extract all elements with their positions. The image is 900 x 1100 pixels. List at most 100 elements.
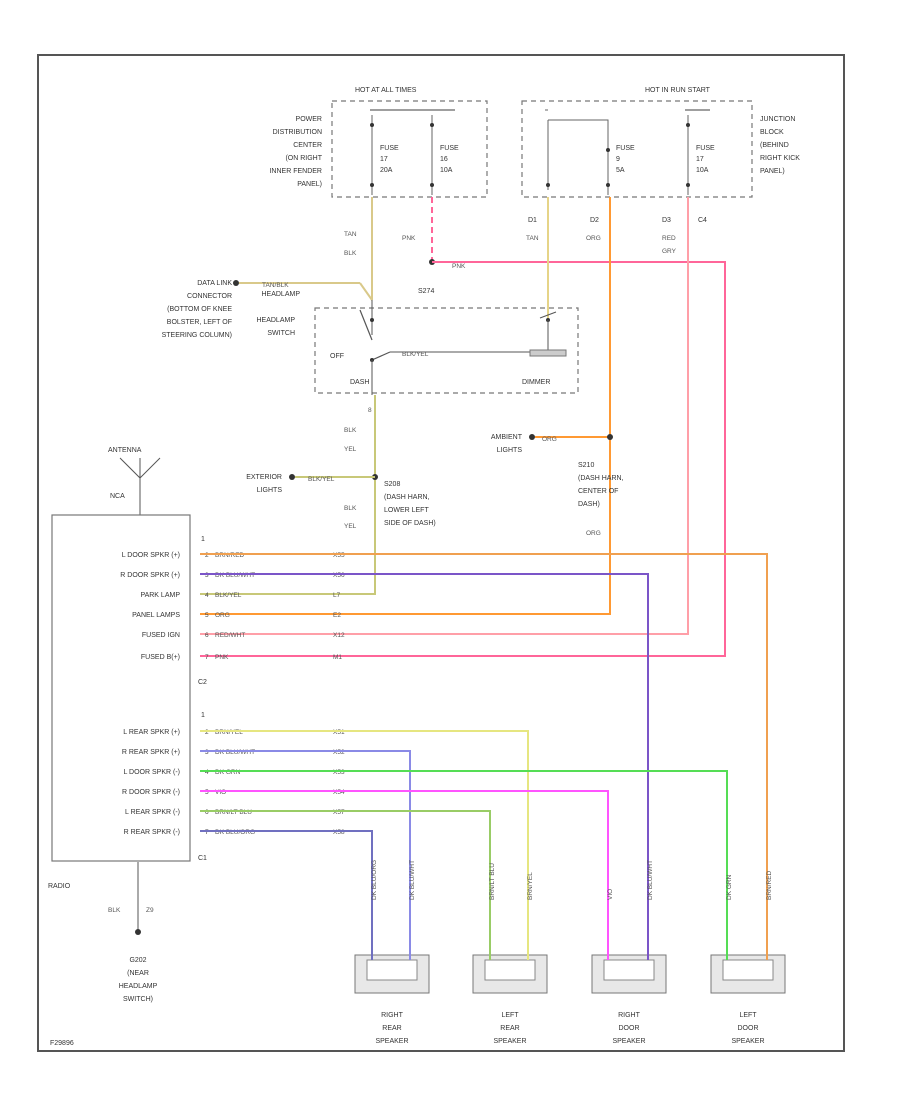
svg-text:VIO: VIO <box>607 889 614 900</box>
splice-s210-label: S210 <box>578 462 594 469</box>
wire-dk-blu-wht-door <box>200 573 649 945</box>
wire-pnk-main <box>200 261 726 657</box>
svg-text:BLK: BLK <box>344 505 357 512</box>
svg-text:PANEL): PANEL) <box>297 181 322 188</box>
svg-text:7: 7 <box>205 829 209 836</box>
fuse-16: FUSE 16 10A <box>430 115 459 195</box>
svg-text:16: 16 <box>440 156 448 163</box>
wire-brn-lt-blu <box>200 810 491 945</box>
svg-text:X51: X51 <box>333 729 345 736</box>
headlamp-switch: BLK/YEL HEADLAMP HEADLAMP SWITCH OFF DAS… <box>256 291 550 395</box>
svg-text:YEL: YEL <box>344 523 357 530</box>
svg-text:RIGHT: RIGHT <box>618 1012 641 1019</box>
svg-text:DATA LINK: DATA LINK <box>197 280 232 287</box>
svg-text:R DOOR SPKR (-): R DOOR SPKR (-) <box>122 789 180 796</box>
svg-text:SWITCH): SWITCH) <box>123 996 153 1003</box>
svg-text:NCA: NCA <box>110 493 125 500</box>
svg-text:1: 1 <box>201 712 205 719</box>
svg-text:SWITCH: SWITCH <box>267 330 295 337</box>
svg-text:L DOOR SPKR (-): L DOOR SPKR (-) <box>123 769 180 776</box>
speaker-right-door: RIGHT DOOR SPEAKER <box>591 945 667 1045</box>
svg-text:YEL: YEL <box>344 446 357 453</box>
svg-text:X54: X54 <box>333 789 345 796</box>
svg-text:DOOR: DOOR <box>738 1025 759 1032</box>
ambient-lights: ORG AMBIENT LIGHTS <box>491 434 613 454</box>
radio-pin-row: FUSED IGN 6 RED/WHT X12 <box>142 632 345 639</box>
svg-text:R REAR SPKR (-): R REAR SPKR (-) <box>124 829 180 836</box>
svg-text:REAR: REAR <box>500 1025 519 1032</box>
junction-block-label: JUNCTION BLOCK (BEHIND RIGHT KICK PANEL) <box>760 116 800 175</box>
svg-text:8: 8 <box>368 407 372 414</box>
svg-text:FUSE: FUSE <box>440 145 459 152</box>
svg-text:DK BLU/WHT: DK BLU/WHT <box>647 860 654 900</box>
svg-text:R REAR SPKR (+): R REAR SPKR (+) <box>122 749 180 756</box>
svg-text:5: 5 <box>205 612 209 619</box>
svg-text:FUSE: FUSE <box>616 145 635 152</box>
svg-text:PARK LAMP: PARK LAMP <box>140 592 180 599</box>
svg-text:5A: 5A <box>616 167 625 174</box>
svg-text:SIDE OF DASH): SIDE OF DASH) <box>384 520 436 527</box>
svg-text:CENTER: CENTER <box>293 142 322 149</box>
svg-text:DK BLU/WHT: DK BLU/WHT <box>409 860 416 900</box>
svg-text:AMBIENT: AMBIENT <box>491 434 523 441</box>
wire-dk-blu-org <box>200 830 373 945</box>
pdc-box <box>331 100 488 198</box>
svg-text:DK GRN: DK GRN <box>215 769 241 776</box>
wire-brn-red <box>200 553 768 890</box>
svg-text:GRY: GRY <box>662 248 677 255</box>
svg-text:4: 4 <box>205 769 209 776</box>
connector-c4: C4 <box>698 217 707 224</box>
radio-pin-row: R REAR SPKR (-) 7 DK BLU/ORG X58 <box>124 829 345 836</box>
svg-text:BLK/YEL: BLK/YEL <box>215 592 242 599</box>
svg-text:2: 2 <box>205 552 209 559</box>
svg-text:X12: X12 <box>333 632 345 639</box>
svg-text:CONNECTOR: CONNECTOR <box>187 293 232 300</box>
diagram-frame <box>37 54 845 1052</box>
svg-text:HEADLAMP: HEADLAMP <box>119 983 158 990</box>
svg-text:BRN/YEL: BRN/YEL <box>527 872 534 900</box>
svg-text:TAN: TAN <box>344 231 357 238</box>
svg-text:(DASH HARN,: (DASH HARN, <box>578 475 624 482</box>
svg-text:X56: X56 <box>333 572 345 579</box>
svg-text:FUSE: FUSE <box>380 145 399 152</box>
radio-pin-row: L DOOR SPKR (-) 4 DK GRN X53 <box>123 769 344 776</box>
diagram-code: F29896 <box>50 1040 74 1047</box>
svg-text:DK GRN: DK GRN <box>726 874 733 900</box>
svg-text:ORG: ORG <box>586 235 601 242</box>
svg-text:(BOTTOM OF KNEE: (BOTTOM OF KNEE <box>167 306 232 313</box>
svg-text:S274: S274 <box>418 288 434 295</box>
svg-text:SPEAKER: SPEAKER <box>731 1038 764 1045</box>
wire-red-gry <box>200 197 689 635</box>
svg-text:X55: X55 <box>333 552 345 559</box>
svg-text:BLK: BLK <box>108 907 121 914</box>
svg-text:LEFT: LEFT <box>501 1012 519 1019</box>
svg-text:L DOOR SPKR (+): L DOOR SPKR (+) <box>122 552 180 559</box>
svg-text:17: 17 <box>380 156 388 163</box>
svg-text:RED/WHT: RED/WHT <box>215 632 245 639</box>
svg-text:X52: X52 <box>333 749 345 756</box>
svg-text:SPEAKER: SPEAKER <box>375 1038 408 1045</box>
connector-c1: C1 <box>198 855 207 862</box>
svg-text:DIMMER: DIMMER <box>522 379 550 386</box>
svg-text:(DASH HARN,: (DASH HARN, <box>384 494 430 501</box>
svg-text:VIO: VIO <box>215 789 226 796</box>
svg-text:LIGHTS: LIGHTS <box>497 447 523 454</box>
radio-pin-row: PARK LAMP 4 BLK/YEL L7 <box>140 592 340 599</box>
svg-text:G202: G202 <box>129 957 146 964</box>
svg-text:DK BLU/ORG: DK BLU/ORG <box>215 829 255 836</box>
hot-at-all-times-line1: HOT AT ALL TIMES <box>355 87 417 94</box>
svg-text:L REAR SPKR (-): L REAR SPKR (-) <box>125 809 180 816</box>
svg-text:FUSED IGN: FUSED IGN <box>142 632 180 639</box>
radio-pin-row: FUSED B(+) 7 PNK M1 <box>141 654 343 661</box>
svg-text:RED: RED <box>662 235 676 242</box>
svg-text:BRN/LT BLU: BRN/LT BLU <box>215 809 252 816</box>
data-link-connector: TAN/BLK DATA LINK CONNECTOR (BOTTOM OF K… <box>162 280 373 339</box>
svg-text:DK BLU/WHT: DK BLU/WHT <box>215 749 255 756</box>
svg-text:2: 2 <box>205 729 209 736</box>
svg-text:3: 3 <box>205 749 209 756</box>
radio-pin-row: R DOOR SPKR (-) 5 VIO X54 <box>122 789 345 796</box>
svg-text:JUNCTION: JUNCTION <box>760 116 795 123</box>
svg-text:10A: 10A <box>696 167 709 174</box>
svg-text:ANTENNA: ANTENNA <box>108 447 142 454</box>
svg-text:REAR: REAR <box>382 1025 401 1032</box>
